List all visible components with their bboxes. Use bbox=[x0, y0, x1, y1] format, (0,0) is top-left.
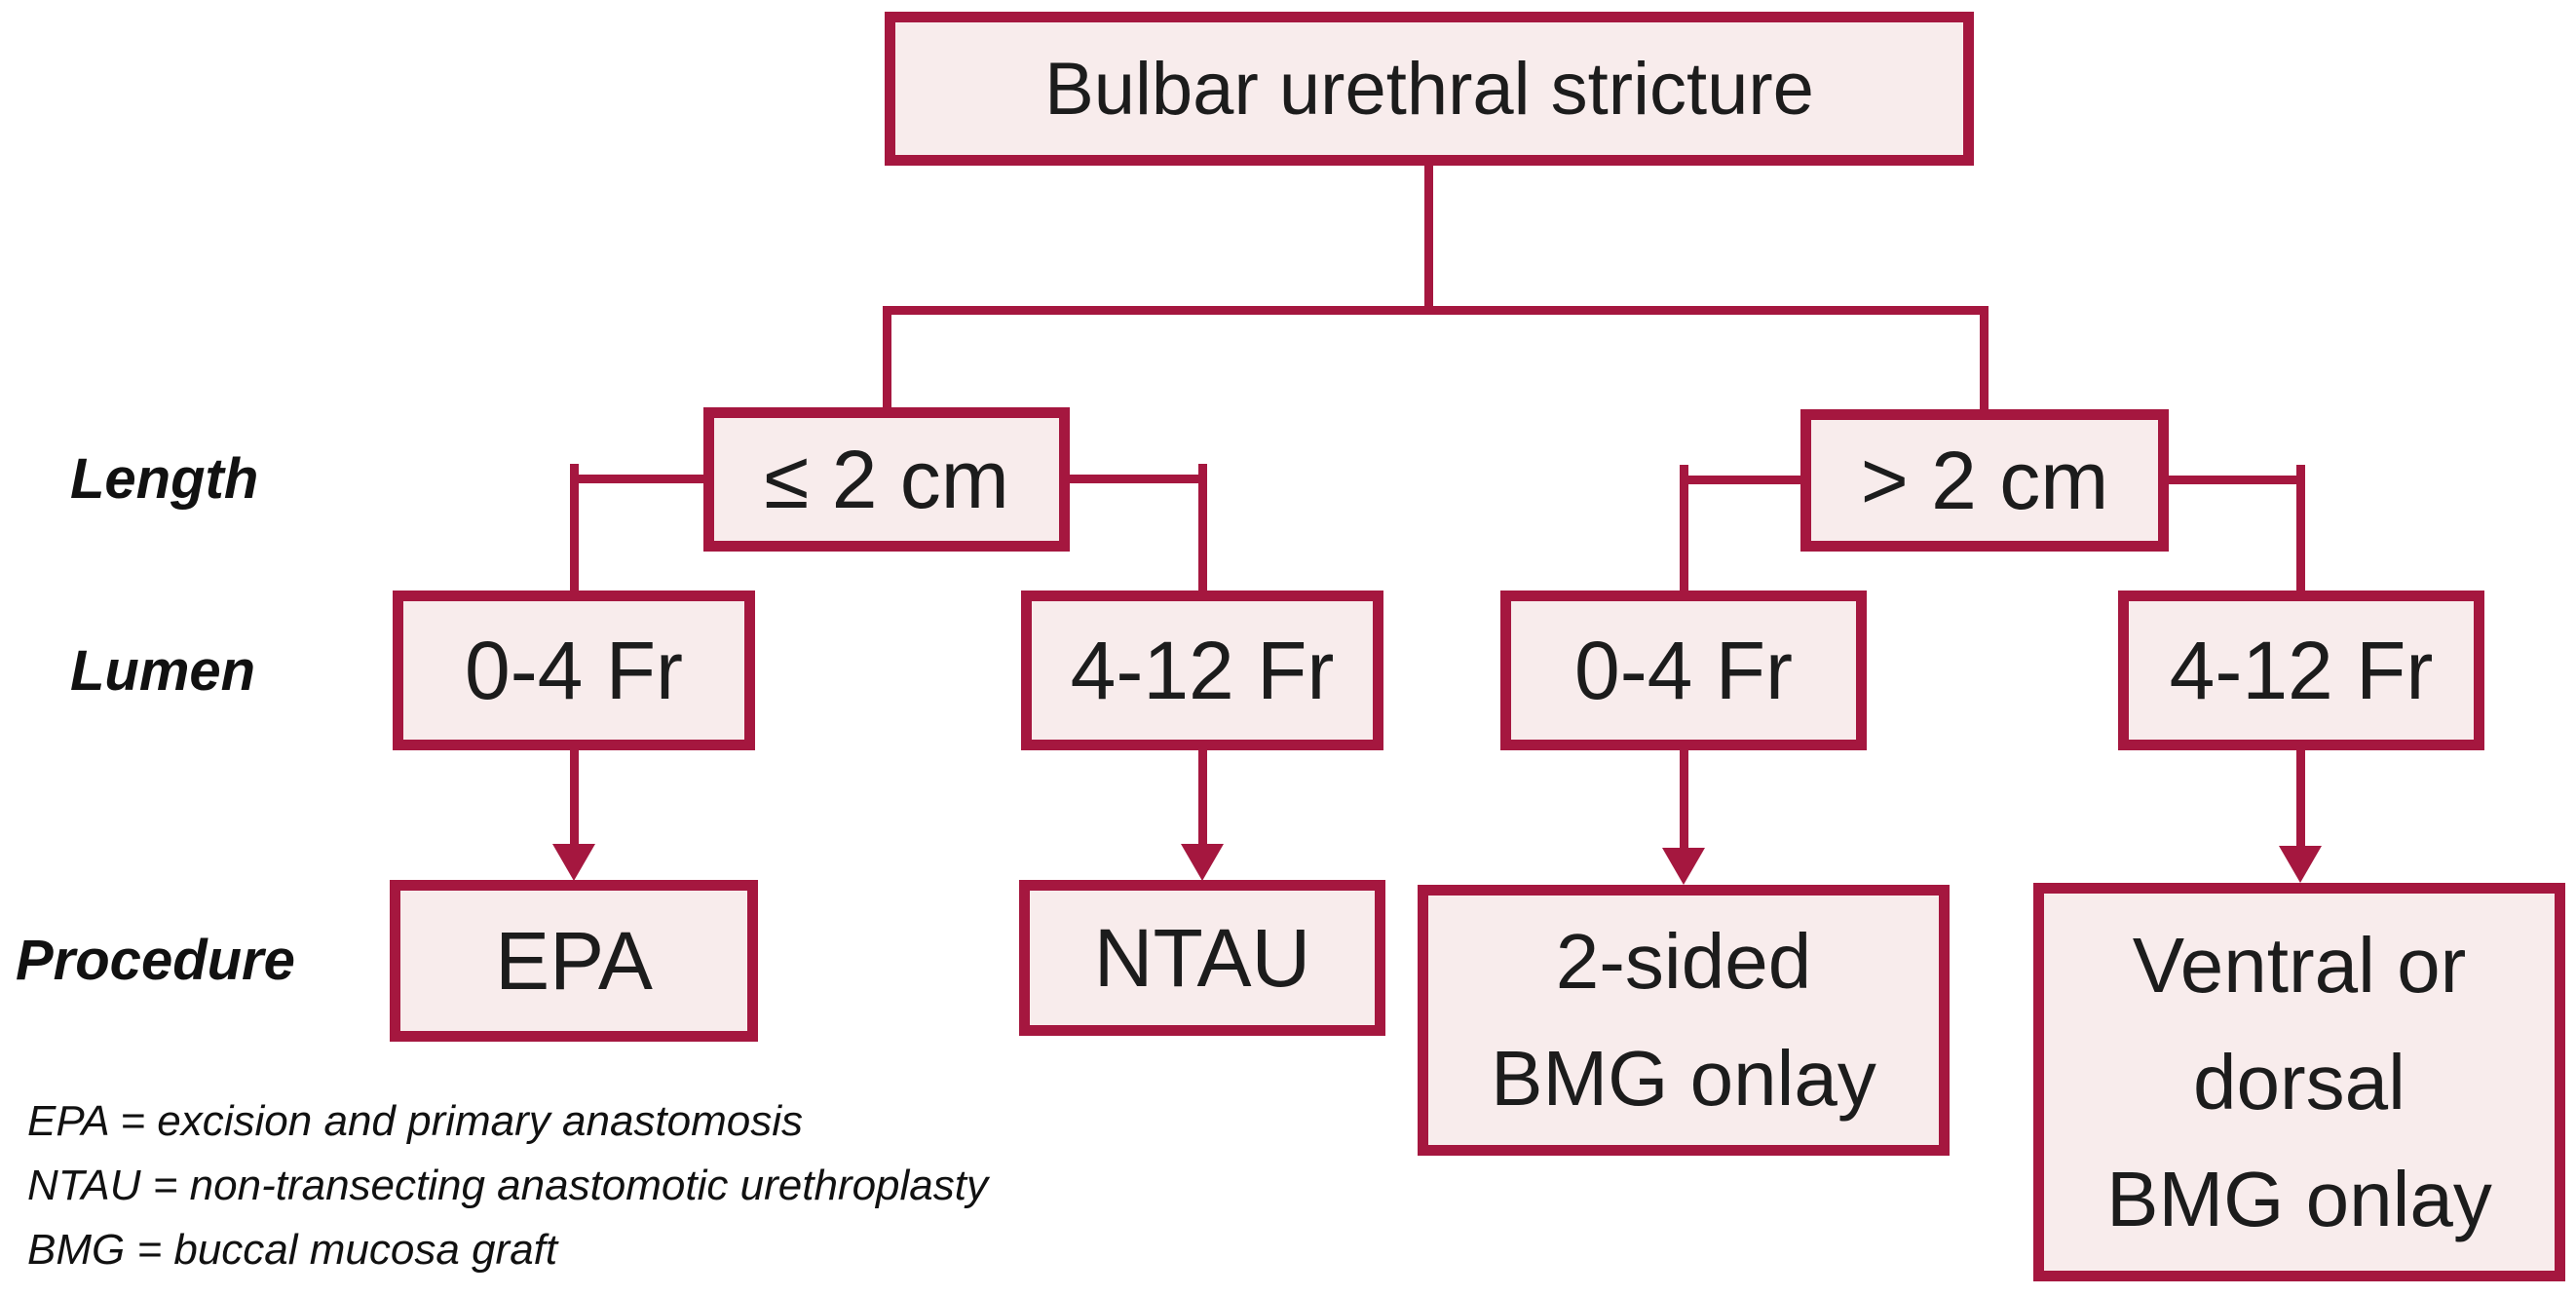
connector-gt2cm-left-v bbox=[1680, 465, 1688, 592]
node-lumen-0-4fr-left: 0-4 Fr bbox=[393, 591, 755, 750]
arrow-ventral-head-icon bbox=[2279, 846, 2322, 883]
arrow-2sided-stem bbox=[1680, 744, 1688, 854]
connector-le2cm-right-v bbox=[1198, 464, 1207, 592]
row-label-length: Length bbox=[70, 447, 259, 511]
connector-gt2cm-right-h bbox=[2167, 476, 2301, 484]
arrow-epa-stem bbox=[570, 744, 579, 850]
connector-root-trunk bbox=[1424, 164, 1433, 315]
arrow-2sided-head-icon bbox=[1662, 848, 1705, 885]
node-length-gt-2cm: > 2 cm bbox=[1800, 409, 2169, 552]
arrow-ntau-stem bbox=[1198, 744, 1207, 850]
node-procedure-2-sided-bmg-onlay: 2-sided BMG onlay bbox=[1418, 885, 1950, 1156]
node-lumen-4-12fr-right: 4-12 Fr bbox=[2118, 591, 2484, 750]
legend-line-bmg: BMG = buccal mucosa graft bbox=[27, 1226, 558, 1274]
node-procedure-ventral-dorsal-bmg-onlay: Ventral or dorsal BMG onlay bbox=[2033, 883, 2565, 1281]
connector-le2cm-left-v bbox=[570, 464, 579, 592]
connector-gt2cm-left-h bbox=[1682, 476, 1802, 484]
arrow-ntau-head-icon bbox=[1181, 844, 1224, 881]
row-label-lumen: Lumen bbox=[70, 639, 256, 703]
node-root: Bulbar urethral stricture bbox=[885, 12, 1974, 166]
arrow-ventral-stem bbox=[2296, 744, 2305, 852]
node-lumen-0-4fr-right: 0-4 Fr bbox=[1500, 591, 1867, 750]
connector-branch-left-drop bbox=[883, 306, 891, 411]
row-label-procedure: Procedure bbox=[16, 929, 295, 992]
connector-le2cm-right-h bbox=[1068, 475, 1204, 483]
node-length-le-2cm: ≤ 2 cm bbox=[703, 407, 1070, 552]
connector-gt2cm-right-v bbox=[2296, 465, 2305, 592]
node-procedure-ntau: NTAU bbox=[1019, 880, 1385, 1036]
legend-line-epa: EPA = excision and primary anastomosis bbox=[27, 1097, 804, 1145]
connector-branch-right-drop bbox=[1980, 306, 1989, 411]
node-lumen-4-12fr-left: 4-12 Fr bbox=[1021, 591, 1383, 750]
abbreviation-legend: EPA = excision and primary anastomosis N… bbox=[27, 1089, 988, 1282]
legend-line-ntau: NTAU = non-transecting anastomotic ureth… bbox=[27, 1162, 988, 1209]
arrow-epa-head-icon bbox=[552, 844, 595, 881]
connector-branch-bar bbox=[883, 306, 1989, 315]
node-procedure-epa: EPA bbox=[390, 880, 758, 1042]
connector-le2cm-left-h bbox=[574, 475, 705, 483]
